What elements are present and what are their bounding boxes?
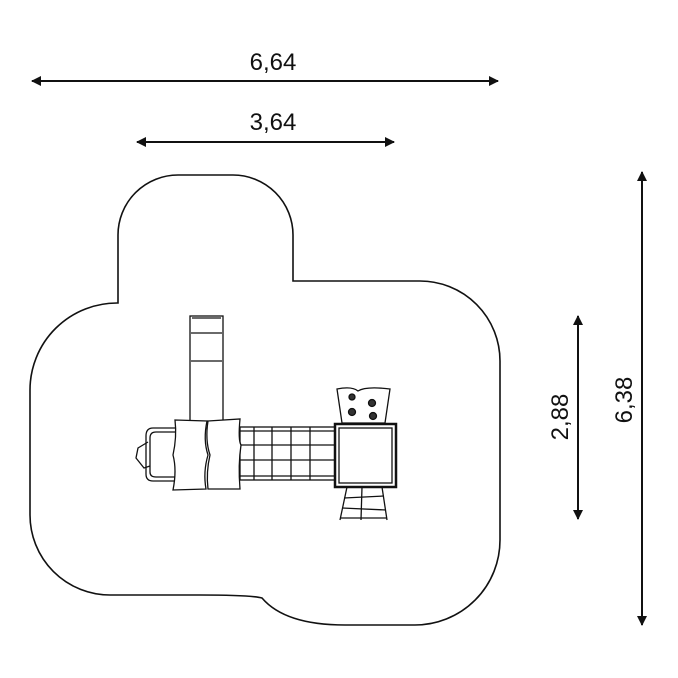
dimension-label: 2,88 (547, 394, 574, 441)
dimension-overall-depth: 6,38 (611, 171, 647, 626)
deck-panel-left (172, 419, 209, 491)
dimension-overall-width: 6,64 (31, 49, 499, 86)
climbing-wall (336, 387, 391, 424)
safety-zone-outline (29, 174, 501, 626)
climbing-net (239, 426, 338, 481)
ladder-net (339, 486, 388, 521)
deck-panel-right (206, 418, 242, 490)
dimension-label: 6,64 (250, 49, 297, 76)
dimension-equipment-depth: 2,88 (547, 315, 583, 520)
handrail-loop (135, 427, 176, 482)
dimension-label: 3,64 (250, 109, 297, 136)
dimension-equipment-width: 3,64 (136, 109, 395, 147)
dimension-label: 6,38 (611, 377, 638, 424)
play-equipment (135, 315, 398, 521)
tower-deck (333, 422, 398, 489)
slide (189, 315, 224, 423)
